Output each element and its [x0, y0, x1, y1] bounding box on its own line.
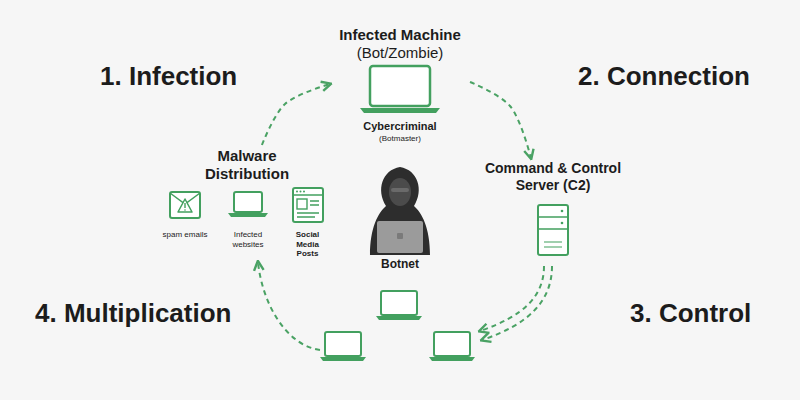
server-vent: [544, 242, 562, 247]
post-bar: [293, 194, 323, 196]
node-text: Command & Control Server (C2): [478, 160, 628, 194]
node-text: spam emails: [157, 230, 213, 240]
hooded-body: [370, 167, 430, 255]
multiplication-arrow: [258, 262, 320, 350]
laptop-base: [429, 357, 475, 361]
warning-dot: [184, 209, 186, 211]
node-text: Social Media Posts: [285, 230, 330, 259]
social-media-node: Social Media Posts: [285, 230, 330, 256]
node-text: (Botmaster): [360, 134, 440, 144]
infected-website-node: Infected websites: [228, 230, 268, 254]
server-bays: [538, 217, 568, 229]
warning-mark: [184, 203, 185, 208]
botnet-node: Botnet: [360, 160, 440, 275]
face-shadow: [389, 178, 411, 206]
envelope-body: [170, 192, 200, 218]
laptop-screen: [434, 332, 470, 356]
laptop-base: [228, 213, 268, 217]
warning-triangle: [178, 199, 192, 212]
c2-server-node: Command & Control Server (C2): [478, 158, 628, 260]
node-text: Infected websites: [228, 230, 268, 249]
hacker-figure: [370, 167, 430, 255]
laptop-icon: [360, 66, 440, 113]
post-dot: [303, 191, 305, 193]
step-label: 4. Multiplication: [35, 300, 231, 326]
laptop-base: [376, 316, 422, 320]
server-led: [561, 222, 564, 225]
spam-email-node: spam emails: [157, 230, 213, 244]
laptop-base: [320, 357, 366, 361]
node-text: Malware Distribution: [197, 147, 297, 183]
laptop-base: [360, 108, 440, 113]
flow-arrow: [262, 84, 330, 145]
post-frame: [293, 188, 323, 222]
node-text: (Bot/Zombie): [330, 44, 470, 62]
post-dot: [300, 191, 302, 193]
server-icon: [538, 205, 568, 255]
post-image: [297, 199, 307, 209]
glasses: [391, 188, 409, 192]
control-arrow: [480, 266, 544, 331]
social-post-icon: [293, 188, 323, 222]
node-text: Cybercriminal: [340, 120, 460, 133]
laptop-screen: [234, 192, 262, 212]
laptop-screen: [325, 332, 361, 356]
step-label: 2. Connection: [578, 63, 750, 89]
hacker-laptop: [377, 221, 423, 253]
node-text: Botnet: [360, 257, 440, 271]
post-lines: [297, 201, 319, 217]
step-label: 3. Control: [630, 300, 751, 326]
control-arrow: [482, 266, 552, 340]
bot-laptop: [320, 332, 366, 361]
malware-distribution-node: Malware Distribution spam emails Infected …: [157, 145, 337, 257]
laptop-screen: [381, 291, 417, 315]
infected-machine-node: Infected Machine(Bot/Zombie) Cybercrimina…: [330, 22, 470, 147]
laptop-screen: [370, 66, 430, 106]
bot-laptop: [429, 332, 475, 361]
server-case: [538, 205, 568, 255]
bot-laptop: [376, 291, 422, 320]
website-icon: [228, 192, 268, 217]
post-dot: [296, 191, 298, 193]
connectors: [262, 82, 531, 158]
laptop-logo: [397, 233, 403, 239]
flow-arrow: [470, 82, 531, 158]
server-led: [561, 210, 564, 213]
email-icon: [170, 192, 200, 218]
step-label: 1. Infection: [100, 63, 237, 89]
node-text: Infected Machine: [330, 26, 470, 44]
